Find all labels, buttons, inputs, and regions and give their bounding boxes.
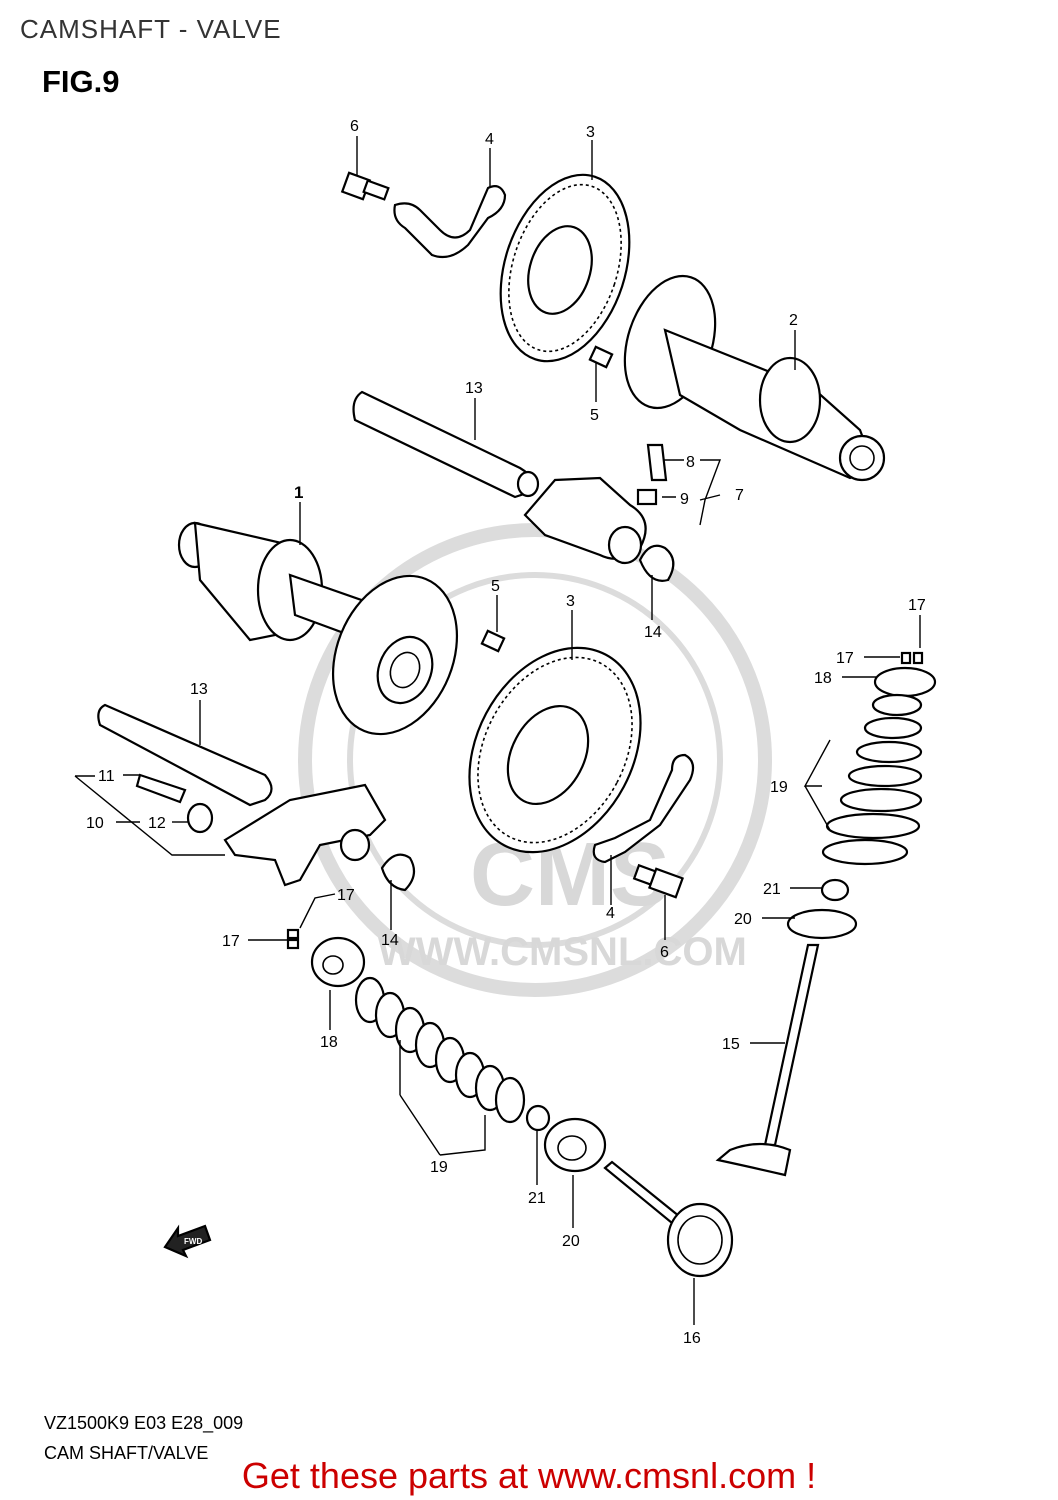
adjust-screw-11	[135, 773, 187, 804]
callout-2: 2	[789, 312, 798, 329]
callout-5-upper: 5	[590, 407, 599, 424]
callout-4-upper: 4	[485, 131, 494, 148]
washer-14-upper	[638, 544, 675, 582]
callout-7: 7	[735, 487, 744, 504]
fwd-arrow-icon: FWD	[163, 1224, 212, 1259]
callout-10: 10	[86, 815, 104, 832]
callout-17-right: 17	[836, 650, 854, 667]
camshaft-2	[623, 274, 886, 482]
stem-seal-21-right	[820, 878, 850, 902]
spring-seat-20-right	[786, 908, 858, 940]
callout-18-right: 18	[814, 670, 832, 687]
cotters-17-right	[900, 651, 924, 665]
model-code: VZ1500K9 E03 E28_009	[44, 1413, 244, 1433]
callout-4-lower: 4	[606, 905, 615, 922]
callout-1: 1	[294, 483, 303, 502]
exhaust-valve-16	[603, 1160, 734, 1278]
rocker-shaft-13-upper	[352, 390, 540, 499]
leader-lines	[74, 136, 921, 1325]
callout-5-lower: 5	[491, 578, 500, 595]
promo-link[interactable]: Get these parts at www.cmsnl.com !	[241, 1455, 817, 1496]
fwd-arrow-label: FWD	[184, 1237, 202, 1246]
callout-16: 16	[683, 1330, 701, 1347]
callout-9: 9	[680, 491, 689, 508]
retainer-plate-4-upper	[393, 185, 507, 259]
callout-17-left-top: 17	[337, 887, 355, 904]
dowel-pin-5-lower	[480, 629, 506, 653]
cam-gear-3-upper	[499, 173, 631, 363]
callout-12: 12	[148, 815, 166, 832]
callout-20-left: 20	[562, 1233, 580, 1250]
callout-19-left: 19	[430, 1159, 448, 1176]
callout-6-upper: 6	[350, 118, 359, 135]
intake-valve-15	[715, 943, 820, 1177]
section-title: CAMSHAFT - VALVE	[20, 14, 282, 44]
retainer-18-left	[310, 936, 366, 988]
callout-17-right-top: 17	[908, 597, 926, 614]
valve-springs-19-left	[354, 976, 526, 1124]
cotters-17-left	[286, 928, 300, 950]
callout-14-lower: 14	[381, 932, 399, 949]
rocker-shaft-13-lower	[97, 703, 273, 807]
callout-3-lower: 3	[566, 593, 575, 610]
callout-21-left: 21	[528, 1190, 546, 1207]
valve-springs-19-right	[821, 693, 923, 866]
diagram-name: CAM SHAFT/VALVE	[44, 1443, 209, 1463]
watermark-url: WWW.CMSNL.COM	[378, 930, 747, 974]
stem-seal-21-left	[525, 1104, 551, 1132]
figure-label: FIG.9	[42, 64, 120, 99]
callout-20-right: 20	[734, 911, 752, 928]
retainer-18-right	[873, 666, 937, 698]
adjust-screw-8	[646, 443, 668, 482]
cam-gear-3-lower	[468, 646, 642, 854]
callout-13-lower: 13	[190, 681, 208, 698]
callout-8: 8	[686, 454, 695, 471]
washer-14-lower	[380, 853, 416, 892]
rocker-arm-10	[223, 783, 387, 887]
callout-21-right: 21	[763, 881, 781, 898]
nut-12	[186, 802, 214, 834]
callout-13-upper: 13	[465, 380, 483, 397]
callout-19-right: 19	[770, 779, 788, 796]
callout-15: 15	[722, 1036, 740, 1053]
callout-14-upper: 14	[644, 624, 662, 641]
dowel-pin-5-upper	[588, 345, 614, 369]
rocker-arm-7	[523, 476, 647, 565]
bolt-6-lower	[632, 863, 684, 899]
bolt-6-upper	[340, 171, 390, 201]
retainer-plate-4-lower	[592, 753, 695, 864]
spring-seat-20-left	[543, 1117, 607, 1173]
gear-hub-lower	[331, 574, 459, 736]
callout-6-lower: 6	[660, 944, 669, 961]
callout-11: 11	[98, 768, 115, 785]
callout-18-left: 18	[320, 1034, 338, 1051]
callout-17-left: 17	[222, 933, 240, 950]
callout-3-upper: 3	[586, 124, 595, 141]
nut-9	[636, 488, 658, 506]
callout-labels: 6 4 3 2 13 5 8 9 7 1 14 5 3 17 17 18 19 …	[86, 118, 926, 1347]
